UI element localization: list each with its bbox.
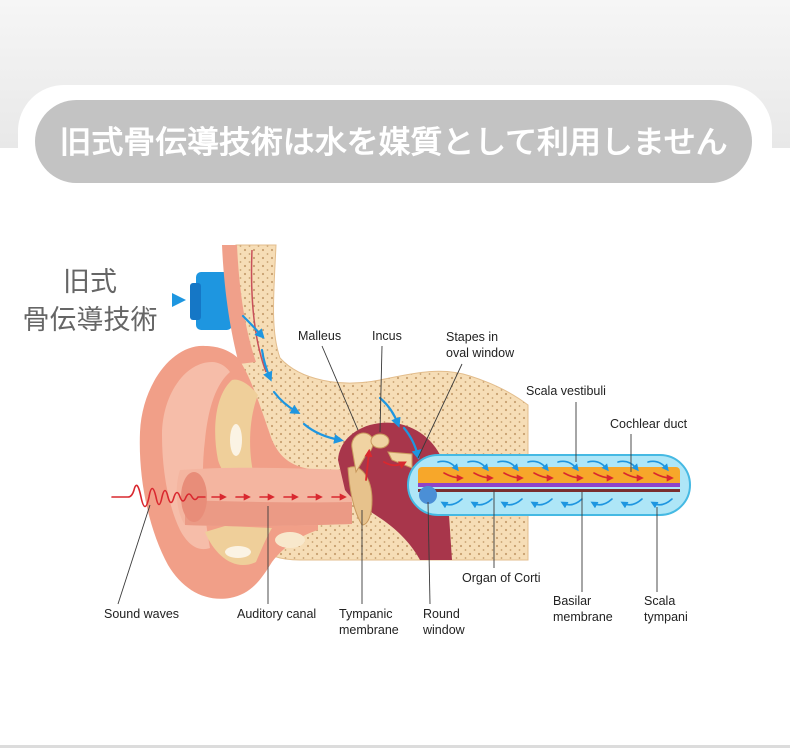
label-basilar-line1: Basilar [553, 594, 591, 608]
canal-bone-highlight [275, 532, 305, 548]
leader-round-window [427, 501, 431, 605]
cartilage-highlight-upper [230, 424, 242, 456]
ossicle-sound-arrow-right [383, 461, 407, 469]
label-stapes-line1: Stapes in [446, 330, 498, 344]
cochlear-duct-flow-arrow [443, 472, 464, 482]
bone-conduction-arrow [302, 422, 344, 444]
basilar-membrane-line [418, 489, 680, 492]
label-malleus: Malleus [298, 329, 341, 343]
ear-illustration [111, 244, 691, 599]
cochlear-duct-flow-arrow [653, 472, 674, 482]
bone-conduction-device-icon [190, 272, 232, 330]
auditory-canal-floor [185, 500, 352, 527]
cochlear-duct-flow-arrow [563, 472, 584, 482]
label-stapes-line2: oval window [446, 346, 515, 360]
label-auditory-canal: Auditory canal [237, 607, 316, 621]
label-scala-vestibuli: Scala vestibuli [526, 384, 606, 398]
cartilage-highlight-lower [225, 546, 251, 558]
scala-tympani-flow-arrow [530, 498, 553, 509]
scala-vestibuli-flow-arrow [647, 460, 669, 472]
scala-vestibuli-flow-arrow [437, 460, 459, 472]
canal-entrance [181, 472, 207, 522]
scala-tympani-flow-arrow [650, 498, 673, 509]
scala-vestibuli-flow-arrow [587, 460, 609, 472]
label-scala-tympani-line1: Scala [644, 594, 675, 608]
incus-bone [370, 433, 390, 449]
round-window [419, 486, 437, 504]
label-round-window-line1: Round [423, 607, 460, 621]
scala-vestibuli-flow-arrow [527, 460, 549, 472]
leader-malleus [321, 345, 359, 431]
leader-stapes [417, 363, 463, 459]
leader-incus [379, 345, 383, 433]
bottom-rule [0, 745, 790, 748]
bone-conduction-arrow [402, 426, 422, 460]
scala-vestibuli-flow-arrow [497, 460, 519, 472]
label-round-window-line2: window [422, 623, 466, 637]
anatomy-labels: Malleus Incus Stapes in oval window Scal… [104, 329, 688, 637]
label-tympanic-line1: Tympanic [339, 607, 393, 621]
device-side [190, 283, 201, 320]
scala-vestibuli-flow-arrow [557, 460, 579, 472]
leader-lines [117, 345, 658, 605]
skin-inner-line [250, 249, 267, 373]
label-organ-of-corti: Organ of Corti [462, 571, 541, 585]
legacy-label-line1: 旧式 [63, 267, 117, 298]
ossicle-sound-arrow-up [364, 448, 373, 481]
scala-tympani-flow-arrow [560, 498, 583, 509]
label-basilar-line2: membrane [553, 610, 613, 624]
cochlea-flow-arrows [437, 460, 674, 509]
cochlear-duct-flow-arrow [533, 472, 554, 482]
scala-tympani-flow-arrow [500, 498, 523, 509]
cochlear-duct-flow-arrow [593, 472, 614, 482]
bone-conduction-arrow [378, 396, 401, 428]
cochlear-duct-flow-arrow [473, 472, 494, 482]
triangle-right-icon [172, 293, 186, 307]
ear-cartilage-lower [205, 526, 272, 566]
label-cochlear-duct: Cochlear duct [610, 417, 688, 431]
scala-tympani-flow-arrow [620, 498, 643, 509]
bone-conduction-arrow [260, 348, 273, 382]
organ-of-corti-line [418, 483, 680, 487]
scala-vestibuli-flow-arrow [467, 460, 489, 472]
bone-conduction-arrow [241, 314, 265, 339]
skin-strip [222, 245, 256, 364]
cochlear-duct-flow-arrow [623, 472, 644, 482]
label-incus: Incus [372, 329, 402, 343]
tympanic-membrane [347, 466, 373, 526]
device-body [196, 272, 232, 330]
sound-wave [111, 484, 206, 508]
scala-tympani-flow-arrow [590, 498, 613, 509]
legacy-label-line2: 骨伝導技術 [23, 305, 158, 336]
label-scala-tympani-line2: tympani [644, 610, 688, 624]
label-tympanic-line2: membrane [339, 623, 399, 637]
cochlear-duct-flow-arrow [503, 472, 524, 482]
label-sound-waves: Sound waves [104, 607, 179, 621]
scala-tympani-flow-arrow [440, 498, 463, 509]
headline-banner [35, 100, 752, 183]
scala-vestibuli-flow-arrow [617, 460, 639, 472]
leader-sound-waves [117, 504, 151, 605]
scala-tympani-flow-arrow [470, 498, 493, 509]
bone-conduction-arrow [272, 390, 301, 414]
headline-text: 旧式骨伝導技術は水を媒質として利用しません [60, 125, 728, 161]
